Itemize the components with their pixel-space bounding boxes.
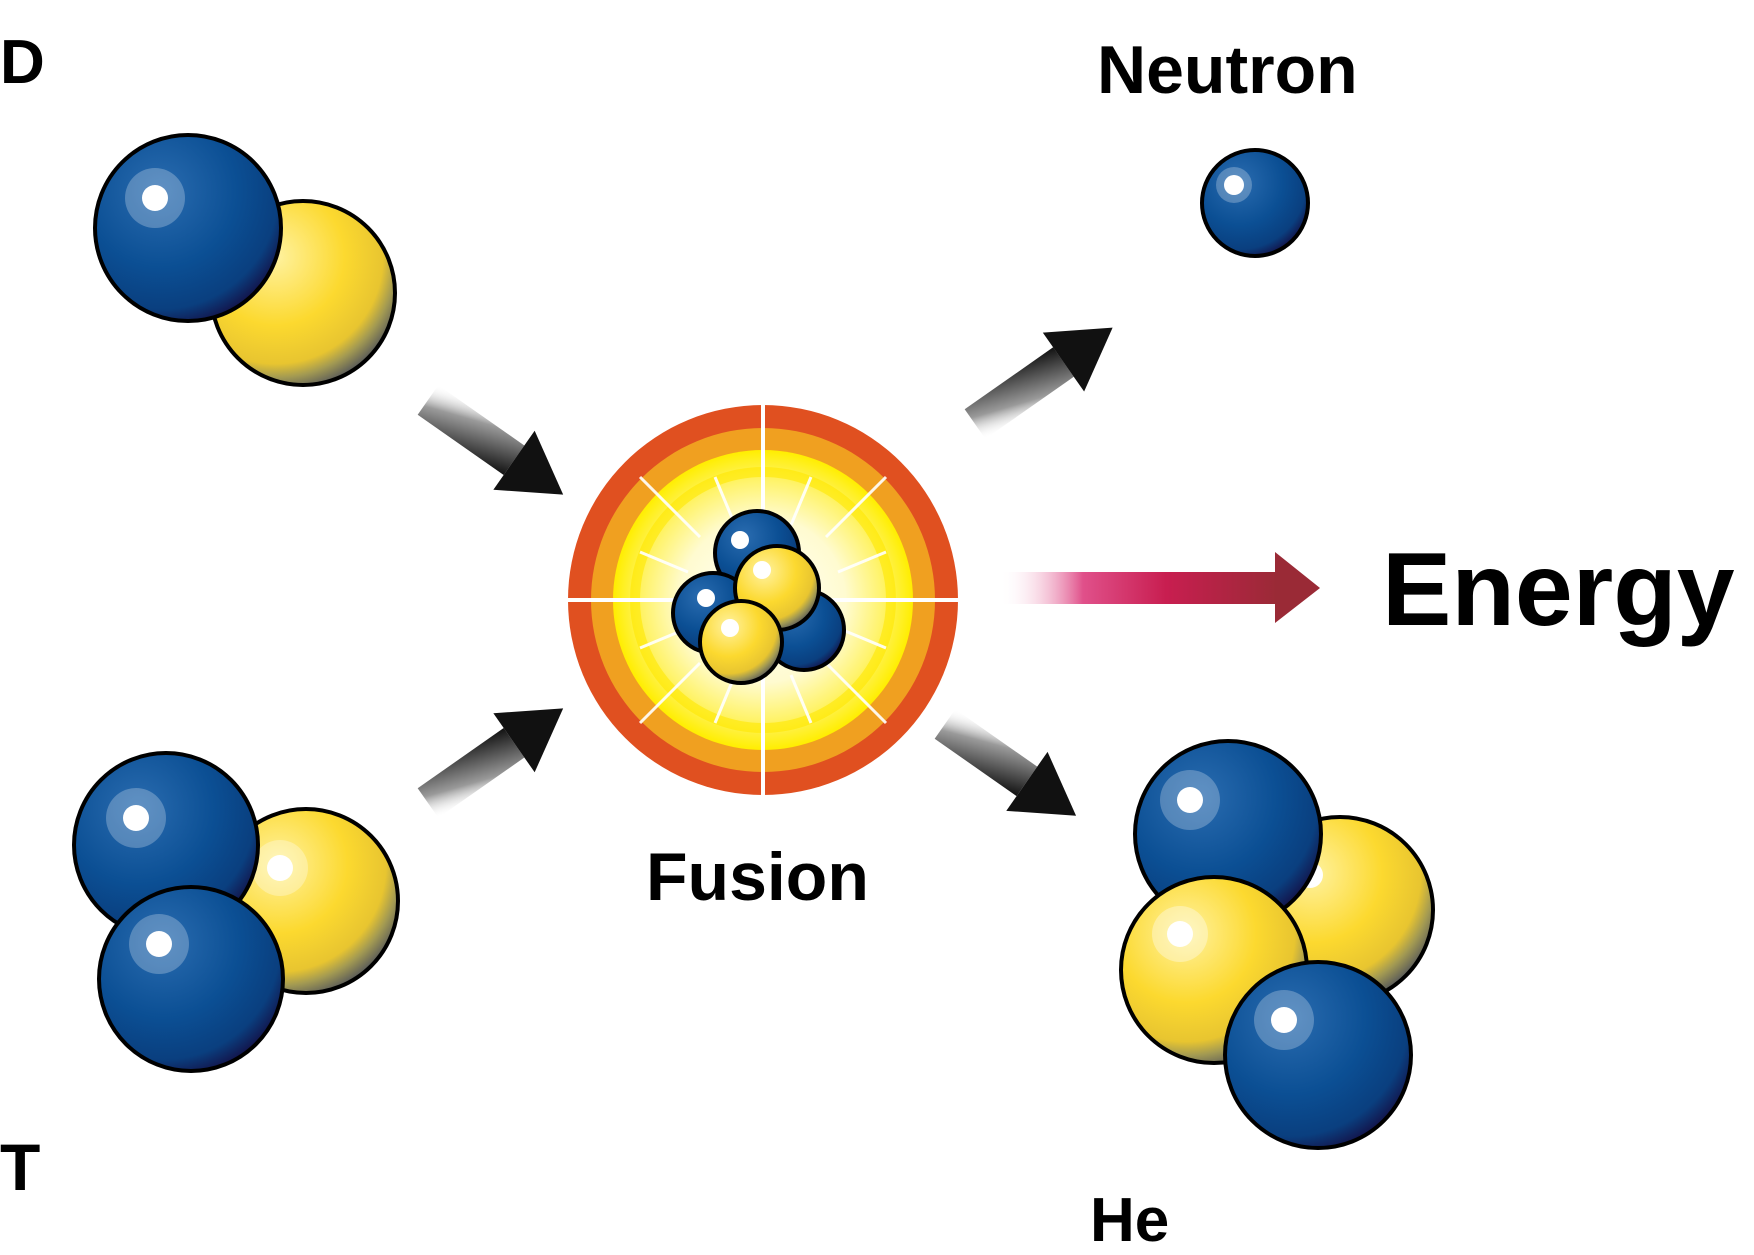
helium-neutron-bottom <box>1223 960 1413 1150</box>
arrow-t-to-fusion <box>417 708 564 818</box>
deuterium-nucleus <box>93 133 397 387</box>
helium-nucleus <box>1119 739 1435 1150</box>
deuterium-label: D <box>0 28 45 97</box>
fusion-label: Fusion <box>646 839 869 915</box>
arrow-fusion-to-neutron <box>964 327 1113 439</box>
energy-label: Energy <box>1382 532 1735 648</box>
arrow-fusion-to-helium <box>934 709 1077 816</box>
tritium-nucleus <box>72 751 400 1073</box>
arrow-d-to-fusion <box>417 385 564 495</box>
neutron-particle <box>1200 148 1310 258</box>
fusion-compound-nucleus <box>671 509 846 685</box>
fusion-burst <box>568 405 958 795</box>
helium-label: He <box>1090 1186 1170 1255</box>
deuterium-neutron <box>93 133 283 323</box>
energy-arrow <box>1000 552 1320 623</box>
tritium-neutron-bottom <box>97 885 285 1073</box>
tritium-label: T <box>0 1130 41 1204</box>
neutron-label: Neutron <box>1097 32 1358 108</box>
